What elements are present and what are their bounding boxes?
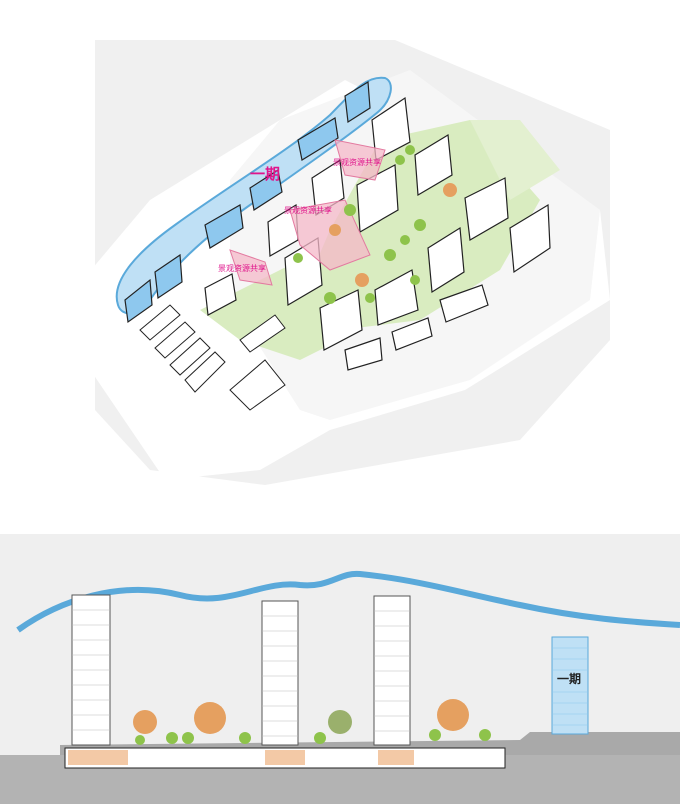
phase-building [551, 636, 589, 735]
phase-floor-lines [552, 647, 588, 726]
phase-buildings [124, 80, 371, 324]
tree [414, 219, 426, 231]
low-rise [184, 351, 226, 393]
tree [405, 145, 415, 155]
tree [239, 732, 251, 744]
phase-building [344, 80, 371, 124]
sharing-zones [229, 139, 386, 286]
sharing-zone [334, 139, 386, 181]
phase-building [124, 278, 153, 324]
site-plan-panel: 一期 景观资源共享 景观资源共享 景观资源共享 [95, 40, 610, 485]
section-phase-label: 一期 [557, 671, 581, 686]
tower [319, 289, 363, 351]
tree [344, 204, 356, 216]
low-rise [239, 314, 286, 353]
phase-building [204, 204, 244, 249]
tower-floor-lines [72, 609, 410, 737]
tree [395, 155, 405, 165]
section-tower [261, 600, 299, 746]
tree [194, 702, 226, 734]
section-tower [373, 595, 411, 746]
sharing-zone [289, 199, 371, 271]
site-plan-svg: 一期 景观资源共享 景观资源共享 景观资源共享 [95, 40, 610, 485]
tower [391, 317, 433, 351]
tower [427, 226, 465, 294]
low-rise [154, 321, 196, 359]
basement-room [265, 750, 305, 765]
tree [324, 292, 336, 304]
tower [414, 133, 453, 197]
tower [371, 96, 411, 161]
tree [355, 273, 369, 287]
tower [267, 203, 299, 258]
tower [374, 269, 419, 326]
section-trees [133, 699, 491, 745]
sharing-label-1: 景观资源共享 [333, 157, 381, 167]
low-rise-blocks [139, 304, 286, 411]
section-panel: 一期 [0, 500, 680, 804]
basement-room [378, 750, 414, 765]
basement-room [68, 750, 128, 765]
tower [356, 164, 399, 234]
phase-building [297, 117, 339, 161]
sharing-zone [229, 249, 273, 286]
tree [293, 253, 303, 263]
trees [293, 145, 457, 304]
low-rise [139, 304, 181, 341]
tree [429, 729, 441, 741]
sharing-label-2: 景观资源共享 [284, 205, 332, 215]
tree [410, 275, 420, 285]
tree [365, 293, 375, 303]
sharing-label-3: 景观资源共享 [218, 263, 266, 273]
tree [166, 732, 178, 744]
tree [314, 732, 326, 744]
tree [384, 249, 396, 261]
phase-building [154, 253, 183, 300]
tree [479, 729, 491, 741]
towers [204, 96, 551, 371]
tree [400, 235, 410, 245]
tower [344, 337, 383, 371]
tree [328, 710, 352, 734]
tower [204, 273, 237, 316]
tree [135, 735, 145, 745]
river-line [16, 570, 680, 633]
section-svg: 一期 [0, 534, 680, 804]
tower [509, 203, 551, 274]
tree [133, 710, 157, 734]
low-rise [169, 337, 211, 376]
green-courtyard-3 [470, 120, 560, 200]
tree [437, 699, 469, 731]
phase-building [249, 169, 283, 211]
tree [182, 732, 194, 744]
tree [443, 183, 457, 197]
tower [464, 177, 509, 241]
phase-label: 一期 [250, 165, 280, 183]
corner-building [229, 359, 286, 411]
tree [329, 224, 341, 236]
tower [439, 284, 489, 323]
